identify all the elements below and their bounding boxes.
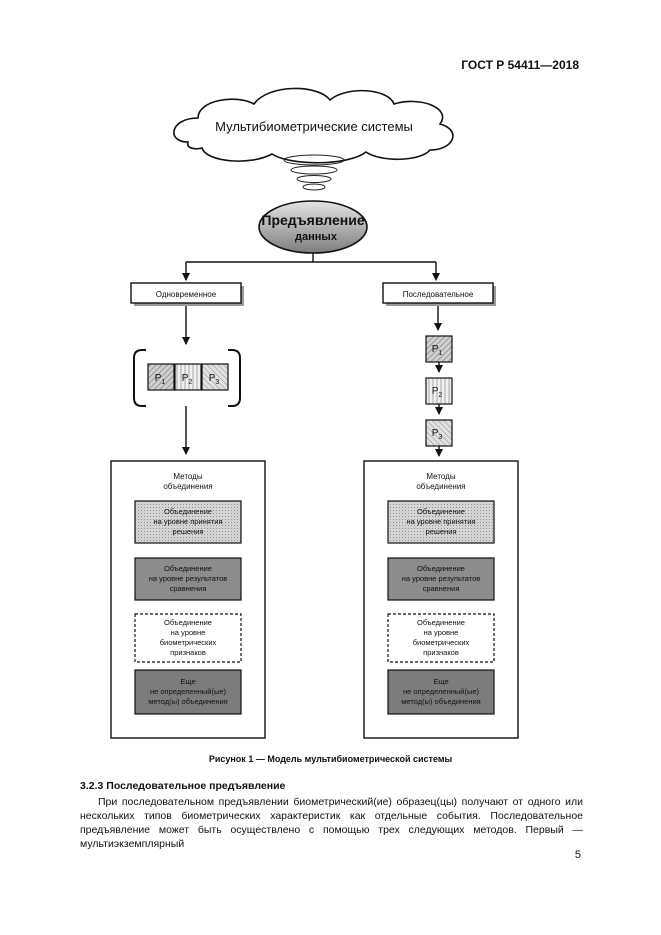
standard-header: ГОСТ Р 54411—2018 bbox=[461, 58, 579, 72]
method-right-3-line1: Объединение bbox=[417, 618, 465, 627]
figure-caption: Рисунок 1 — Модель мультибиометрической … bbox=[208, 754, 453, 764]
method-box-left-score bbox=[134, 557, 242, 601]
sample-label-p2-right: P2 bbox=[432, 386, 443, 399]
method-left-3-line3: биометрических bbox=[160, 638, 217, 647]
method-box-right-decision bbox=[387, 500, 495, 544]
page-number: 5 bbox=[574, 849, 581, 861]
methods-title-left-2: объединения bbox=[163, 482, 212, 491]
sample-p1-sequential bbox=[425, 335, 453, 363]
method-left-2-line1: Объединение bbox=[164, 564, 212, 573]
method-left-1-line2: на уровне принятия bbox=[153, 517, 222, 526]
method-box-right-feature bbox=[387, 613, 495, 663]
method-right-4-line3: метод(ы) объединения bbox=[401, 697, 480, 706]
method-box-right-undefined bbox=[387, 669, 495, 715]
method-left-1-line3: решения bbox=[173, 527, 204, 536]
mode-bar-simultaneous bbox=[130, 282, 244, 306]
presentation-line1: Предъявление bbox=[261, 212, 364, 228]
method-right-2-line1: Объединение bbox=[417, 564, 465, 573]
method-box-left-decision bbox=[134, 500, 242, 544]
method-left-3-line1: Объединение bbox=[164, 618, 212, 627]
section-heading: 3.2.3 Последовательное предъявление bbox=[80, 780, 286, 792]
cloud-title: Мультибиометрические системы bbox=[215, 119, 413, 134]
method-left-4-line1: Еще bbox=[180, 677, 195, 686]
method-left-1-line1: Объединение bbox=[164, 507, 212, 516]
sample-p2-simultaneous bbox=[174, 363, 202, 391]
method-right-2-line2: на уровне результатов bbox=[402, 574, 480, 583]
method-box-right-score bbox=[387, 557, 495, 601]
cloud-shape bbox=[173, 87, 454, 164]
method-right-3-line3: биометрических bbox=[413, 638, 470, 647]
method-right-4-line2: не определенный(ые) bbox=[403, 687, 480, 696]
presentation-line2: данных bbox=[295, 231, 338, 243]
mode-bar-sequential bbox=[382, 282, 496, 306]
method-left-2-line3: сравнения bbox=[170, 584, 207, 593]
sample-label-p1-right: P1 bbox=[432, 344, 443, 357]
method-right-3-line4: признаков bbox=[423, 648, 459, 657]
sample-label-p1-left: P1 bbox=[155, 373, 166, 386]
method-left-4-line3: метод(ы) объединения bbox=[148, 697, 227, 706]
section-paragraph: При последовательном предъявлении биомет… bbox=[80, 796, 583, 850]
sample-label-p3-right: P3 bbox=[432, 428, 443, 441]
method-right-4-line1: Еще bbox=[433, 677, 448, 686]
mode-label-sequential: Последовательное bbox=[403, 290, 474, 299]
method-left-3-line2: на уровне bbox=[171, 628, 206, 637]
method-box-left-undefined bbox=[134, 669, 242, 715]
sample-p2-sequential bbox=[425, 377, 453, 405]
method-right-1-line3: решения bbox=[426, 527, 457, 536]
sample-p3-simultaneous bbox=[201, 363, 229, 391]
multibiometric-diagram: Мультибиометрические системы Предъявлени… bbox=[110, 87, 519, 739]
simultaneous-samples-bracket bbox=[133, 349, 241, 407]
methods-title-left-1: Методы bbox=[173, 472, 202, 481]
sample-p1-simultaneous bbox=[147, 363, 175, 391]
method-right-1-line2: на уровне принятия bbox=[406, 517, 475, 526]
method-box-left-feature bbox=[134, 613, 242, 663]
sample-label-p3-left: P3 bbox=[209, 373, 220, 386]
method-right-3-line2: на уровне bbox=[424, 628, 459, 637]
method-left-3-line4: признаков bbox=[170, 648, 206, 657]
signal-rings bbox=[283, 154, 345, 191]
method-left-4-line2: не определенный(ые) bbox=[150, 687, 227, 696]
sample-label-p2-left: P2 bbox=[182, 373, 193, 386]
mode-label-simultaneous: Одновременное bbox=[156, 290, 217, 299]
sample-p3-sequential bbox=[425, 419, 453, 447]
method-right-1-line1: Объединение bbox=[417, 507, 465, 516]
methods-title-right-2: объединения bbox=[416, 482, 465, 491]
method-right-2-line3: сравнения bbox=[423, 584, 460, 593]
methods-title-right-1: Методы bbox=[426, 472, 455, 481]
method-left-2-line2: на уровне результатов bbox=[149, 574, 227, 583]
